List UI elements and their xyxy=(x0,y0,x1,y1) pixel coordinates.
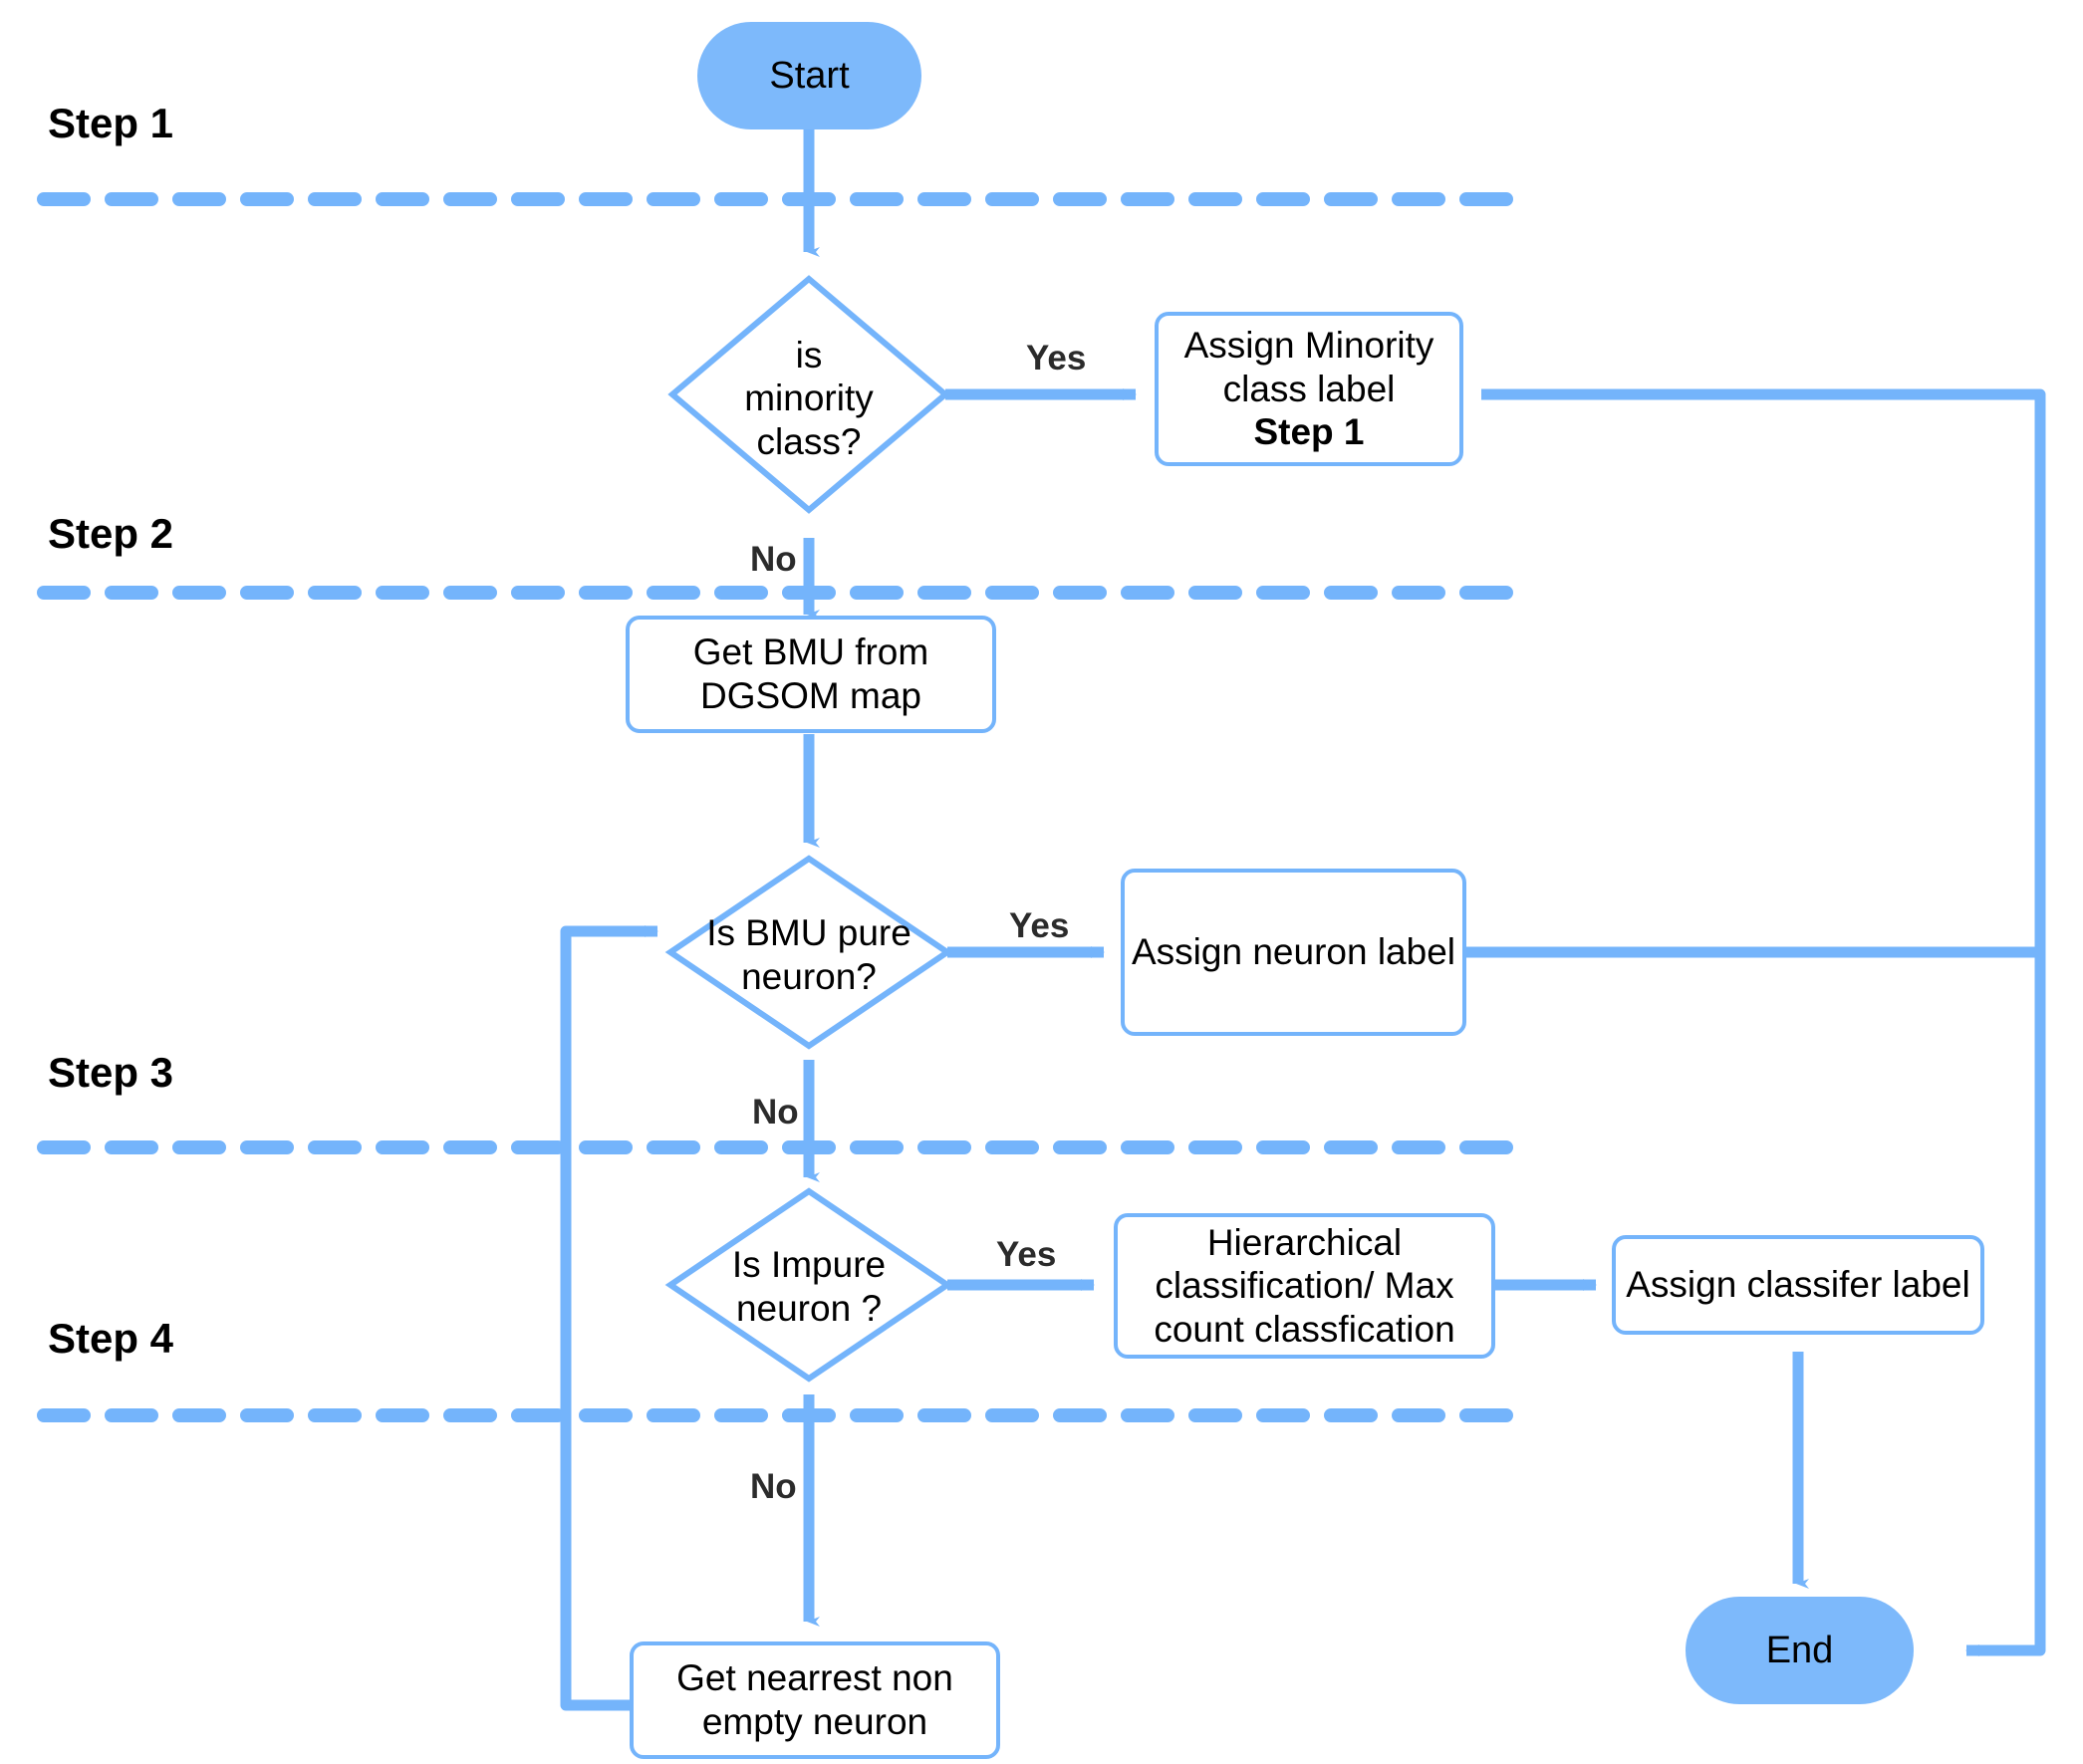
node-is-impure-line1: Is Impure xyxy=(731,1244,887,1286)
node-is-minority-class[interactable]: is minority class? xyxy=(687,329,930,468)
node-assign-classifier-label[interactable]: Assign classifer label xyxy=(1612,1235,1984,1335)
node-assign-minority-line2: class label xyxy=(1222,368,1396,409)
node-get-bmu-line2: DGSOM map xyxy=(699,675,922,716)
node-get-bmu-line1: Get BMU from xyxy=(692,631,929,673)
edge-label-minority-no: No xyxy=(750,540,797,579)
node-assign-classifier-label-text: Assign classifer label xyxy=(1626,1264,1970,1306)
node-is-minority-class-line2: minority xyxy=(744,378,874,419)
edge-label-impure-no: No xyxy=(750,1467,797,1506)
node-is-bmu-pure-neuron[interactable]: Is BMU pure neuron? xyxy=(685,908,932,1002)
node-assign-minority-step: Step 1 xyxy=(1253,411,1365,453)
step-label-1: Step 1 xyxy=(48,100,174,146)
edge-label-pure-no: No xyxy=(752,1093,799,1132)
node-assign-minority-class-label[interactable]: Assign Minority class label Step 1 xyxy=(1155,312,1463,466)
node-is-bmu-pure-line2: neuron? xyxy=(741,956,877,997)
edge-nearest-feedback xyxy=(560,925,658,1711)
node-is-impure-line2: neuron ? xyxy=(735,1288,883,1329)
node-is-impure-neuron[interactable]: Is Impure neuron ? xyxy=(687,1240,930,1334)
node-is-minority-class-line3: class? xyxy=(756,420,862,462)
step-label-3: Step 3 xyxy=(48,1049,174,1096)
node-hierarchical-classification[interactable]: Hierarchical classification/ Max count c… xyxy=(1114,1213,1495,1359)
node-hierarchical-line3: count classfication xyxy=(1154,1308,1455,1350)
node-end-label: End xyxy=(1765,1629,1834,1671)
step-label-2: Step 2 xyxy=(48,510,174,557)
node-is-minority-class-line1: is xyxy=(795,334,823,376)
node-get-nearest-non-empty-neuron[interactable]: Get nearrest non empty neuron xyxy=(630,1641,1000,1759)
node-hierarchical-line1: Hierarchical xyxy=(1206,1221,1403,1263)
node-start[interactable]: Start xyxy=(697,22,921,129)
node-assign-neuron-label-text: Assign neuron label xyxy=(1132,931,1455,973)
node-assign-neuron-label[interactable]: Assign neuron label xyxy=(1121,869,1466,1036)
edge-label-minority-yes: Yes xyxy=(1026,339,1087,378)
node-get-nearest-line2: empty neuron xyxy=(701,1701,928,1742)
node-start-label: Start xyxy=(769,54,850,97)
node-get-bmu-from-dgsom-map[interactable]: Get BMU from DGSOM map xyxy=(626,616,996,733)
edge-label-impure-yes: Yes xyxy=(996,1235,1057,1274)
node-get-nearest-line1: Get nearrest non xyxy=(676,1657,953,1699)
node-assign-minority-line1: Assign Minority xyxy=(1183,325,1434,367)
step-label-4: Step 4 xyxy=(48,1315,174,1362)
edge-label-pure-yes: Yes xyxy=(1009,906,1070,945)
node-end[interactable]: End xyxy=(1686,1597,1914,1704)
node-is-bmu-pure-line1: Is BMU pure xyxy=(706,912,911,954)
node-hierarchical-line2: classification/ Max xyxy=(1155,1265,1454,1307)
edge-minority-box-to-end xyxy=(1481,388,2046,1656)
